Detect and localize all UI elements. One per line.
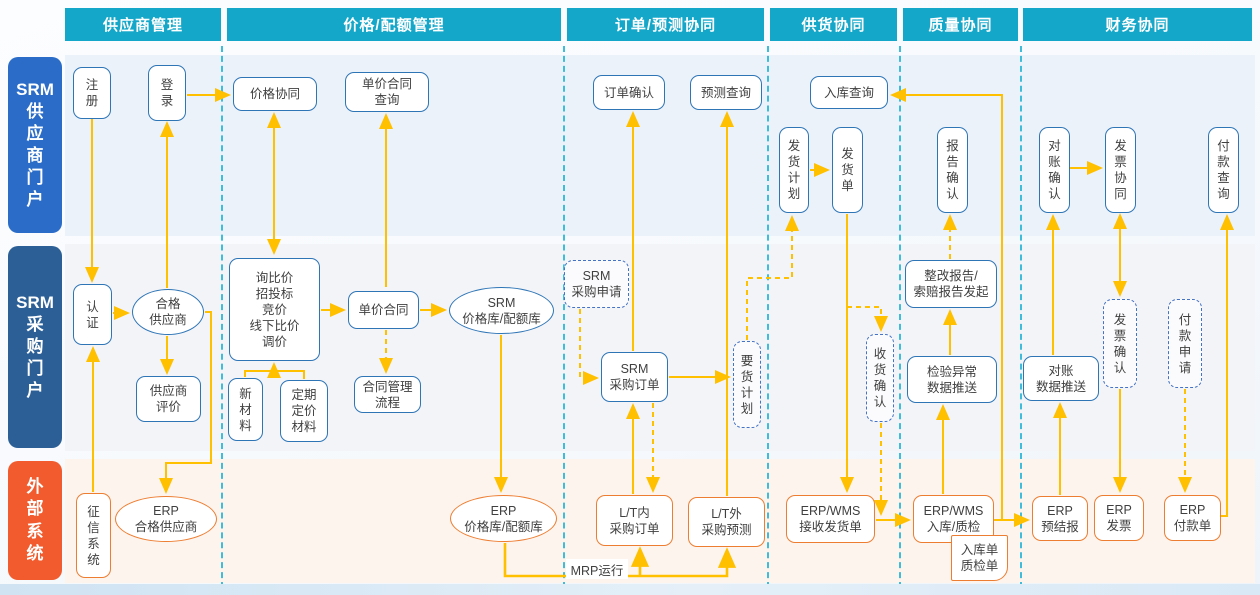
header-3: 订单/预测协同	[567, 8, 764, 41]
node-label-login: 登 录	[160, 78, 174, 108]
node-label-credit-system: 征 信 系 统	[87, 504, 100, 567]
node-erp-invoice: ERP 发票	[1094, 495, 1144, 541]
node-label-erp-invoice: ERP 发票	[1106, 503, 1132, 533]
node-label-invoice-confirm: 发 票 确 认	[1113, 312, 1127, 375]
node-label-qualified-supplier: 合格 供应商	[149, 297, 187, 327]
node-label-contract-mgmt-process: 合同管理 流程	[362, 379, 413, 410]
node-label-srm-purchase-order: SRM 采购订单	[609, 362, 660, 392]
node-label-inspection-exception-push: 检验异常 数据推送	[926, 364, 977, 395]
node-label-lt-in-purchase-order: L/T内 采购订单	[609, 505, 660, 536]
node-label-recon-confirm: 对 账 确 认	[1048, 139, 1061, 201]
node-price-collab: 价格协同	[233, 77, 317, 111]
node-label-sourcing-methods: 询比价 招投标 竞价 线下比价 调价	[249, 270, 300, 349]
node-erp-payment-doc: ERP 付款单	[1164, 495, 1221, 541]
node-label-payment-query: 付 款 查 询	[1217, 139, 1230, 201]
column-separator-4	[899, 46, 901, 588]
node-label-new-material: 新 材 料	[239, 386, 252, 433]
node-label-recon-data-push: 对账 数据推送	[1035, 363, 1086, 394]
column-separator-2	[563, 46, 565, 588]
node-unit-price-contract-query: 单价合同 查询	[345, 72, 429, 112]
node-login: 登 录	[148, 65, 186, 121]
node-erp-price-quota-db: ERP 价格库/配额库	[450, 495, 557, 542]
flow-label-mrp-run: MRP运行	[566, 559, 628, 579]
node-qualified-supplier: 合格 供应商	[132, 289, 204, 335]
node-label-demand-plan: 要 货 计 划	[740, 353, 754, 416]
node-credit-system: 征 信 系 统	[76, 493, 111, 578]
node-invoice-collab: 发 票 协 同	[1105, 127, 1136, 213]
node-label-report-confirm: 报 告 确 认	[946, 139, 959, 201]
node-label-certification: 认 证	[86, 299, 99, 330]
column-separator-1	[221, 46, 223, 588]
node-receipt-confirm: 收 货 确 认	[866, 334, 894, 422]
node-label-inbound-qc-doc: 入库单 质检单	[960, 543, 999, 573]
node-label-supplier-evaluation: 供应商 评价	[149, 384, 188, 414]
node-srm-purchase-order: SRM 采购订单	[601, 352, 668, 402]
node-sourcing-methods: 询比价 招投标 竞价 线下比价 调价	[229, 258, 320, 361]
node-label-periodic-pricing-material: 定期 定价 材料	[291, 388, 317, 434]
node-recon-data-push: 对账 数据推送	[1023, 356, 1099, 401]
node-lt-out-purchase-forecast: L/T外 采购预测	[688, 497, 765, 547]
node-new-material: 新 材 料	[228, 378, 263, 441]
header-2: 价格/配额管理	[227, 8, 561, 41]
node-report-confirm: 报 告 确 认	[937, 127, 968, 213]
node-certification: 认 证	[73, 284, 112, 345]
node-label-price-collab: 价格协同	[249, 87, 300, 101]
header-4: 供货协同	[770, 8, 897, 41]
node-label-payment-request: 付 款 申 请	[1178, 312, 1192, 375]
header-1: 供应商管理	[65, 8, 221, 41]
header-5: 质量协同	[903, 8, 1018, 41]
node-delivery-note: 发 货 单	[832, 127, 863, 213]
node-label-register: 注 册	[85, 78, 99, 108]
lane-label-2: SRM 采 购 门 户	[8, 246, 62, 448]
node-periodic-pricing-material: 定期 定价 材料	[280, 380, 328, 442]
node-lt-in-purchase-order: L/T内 采购订单	[596, 495, 673, 546]
node-label-delivery-plan: 发 货 计 划	[787, 139, 801, 201]
node-label-rectification-claim-report: 整改报告/ 索赔报告发起	[913, 269, 989, 299]
node-register: 注 册	[73, 67, 111, 119]
node-contract-mgmt-process: 合同管理 流程	[354, 376, 421, 413]
node-label-invoice-collab: 发 票 协 同	[1114, 139, 1127, 201]
lane-label-1: SRM 供 应 商 门 户	[8, 57, 62, 233]
node-rectification-claim-report: 整改报告/ 索赔报告发起	[905, 260, 997, 308]
node-inbound-query: 入库查询	[810, 76, 888, 109]
node-inspection-exception-push: 检验异常 数据推送	[907, 356, 997, 403]
node-label-erp-qualified-supplier: ERP 合格供应商	[134, 504, 198, 534]
node-erpwms-receive-delivery: ERP/WMS 接收发货单	[786, 495, 875, 543]
node-delivery-plan: 发 货 计 划	[779, 127, 809, 213]
node-label-erpwms-inbound-qc: ERP/WMS 入库/质检	[923, 504, 984, 534]
node-payment-request: 付 款 申 请	[1168, 299, 1202, 388]
node-label-erp-payment-doc: ERP 付款单	[1173, 503, 1212, 533]
column-separator-5	[1020, 46, 1022, 588]
node-label-unit-price-contract-query: 单价合同 查询	[361, 77, 412, 107]
node-label-forecast-query: 预测查询	[700, 85, 751, 100]
node-label-receipt-confirm: 收 货 确 认	[873, 347, 887, 409]
node-srm-price-quota-db: SRM 价格库/配额库	[449, 287, 554, 334]
node-payment-query: 付 款 查 询	[1208, 127, 1239, 213]
node-srm-purchase-request: SRM 采购申请	[564, 260, 629, 308]
node-label-srm-price-quota-db: SRM 价格库/配额库	[462, 295, 541, 326]
node-inbound-qc-doc: 入库单 质检单	[951, 535, 1008, 581]
node-label-srm-purchase-request: SRM 采购申请	[571, 269, 622, 299]
node-demand-plan: 要 货 计 划	[733, 341, 761, 428]
node-label-erp-price-quota-db: ERP 价格库/配额库	[464, 503, 543, 534]
node-label-unit-price-contract: 单价合同	[358, 303, 409, 317]
node-label-order-confirm: 订单确认	[603, 85, 654, 100]
node-invoice-confirm: 发 票 确 认	[1103, 299, 1137, 388]
node-unit-price-contract: 单价合同	[348, 291, 419, 329]
node-supplier-evaluation: 供应商 评价	[136, 376, 201, 422]
node-label-erpwms-receive-delivery: ERP/WMS 接收发货单	[799, 504, 862, 534]
node-label-lt-out-purchase-forecast: L/T外 采购预测	[701, 507, 752, 537]
node-recon-confirm: 对 账 确 认	[1039, 127, 1070, 213]
node-order-confirm: 订单确认	[593, 75, 665, 110]
header-6: 财务协同	[1023, 8, 1252, 41]
node-label-inbound-query: 入库查询	[823, 85, 874, 100]
node-erp-pre-settlement: ERP 预结报	[1032, 496, 1088, 541]
bottom-decor-strip	[0, 584, 1260, 595]
node-label-delivery-note: 发 货 单	[841, 147, 854, 193]
lane-label-3: 外 部 系 统	[8, 461, 62, 580]
column-separator-3	[767, 46, 769, 588]
node-forecast-query: 预测查询	[690, 75, 762, 110]
node-erp-qualified-supplier: ERP 合格供应商	[115, 496, 217, 542]
node-label-erp-pre-settlement: ERP 预结报	[1041, 503, 1079, 534]
